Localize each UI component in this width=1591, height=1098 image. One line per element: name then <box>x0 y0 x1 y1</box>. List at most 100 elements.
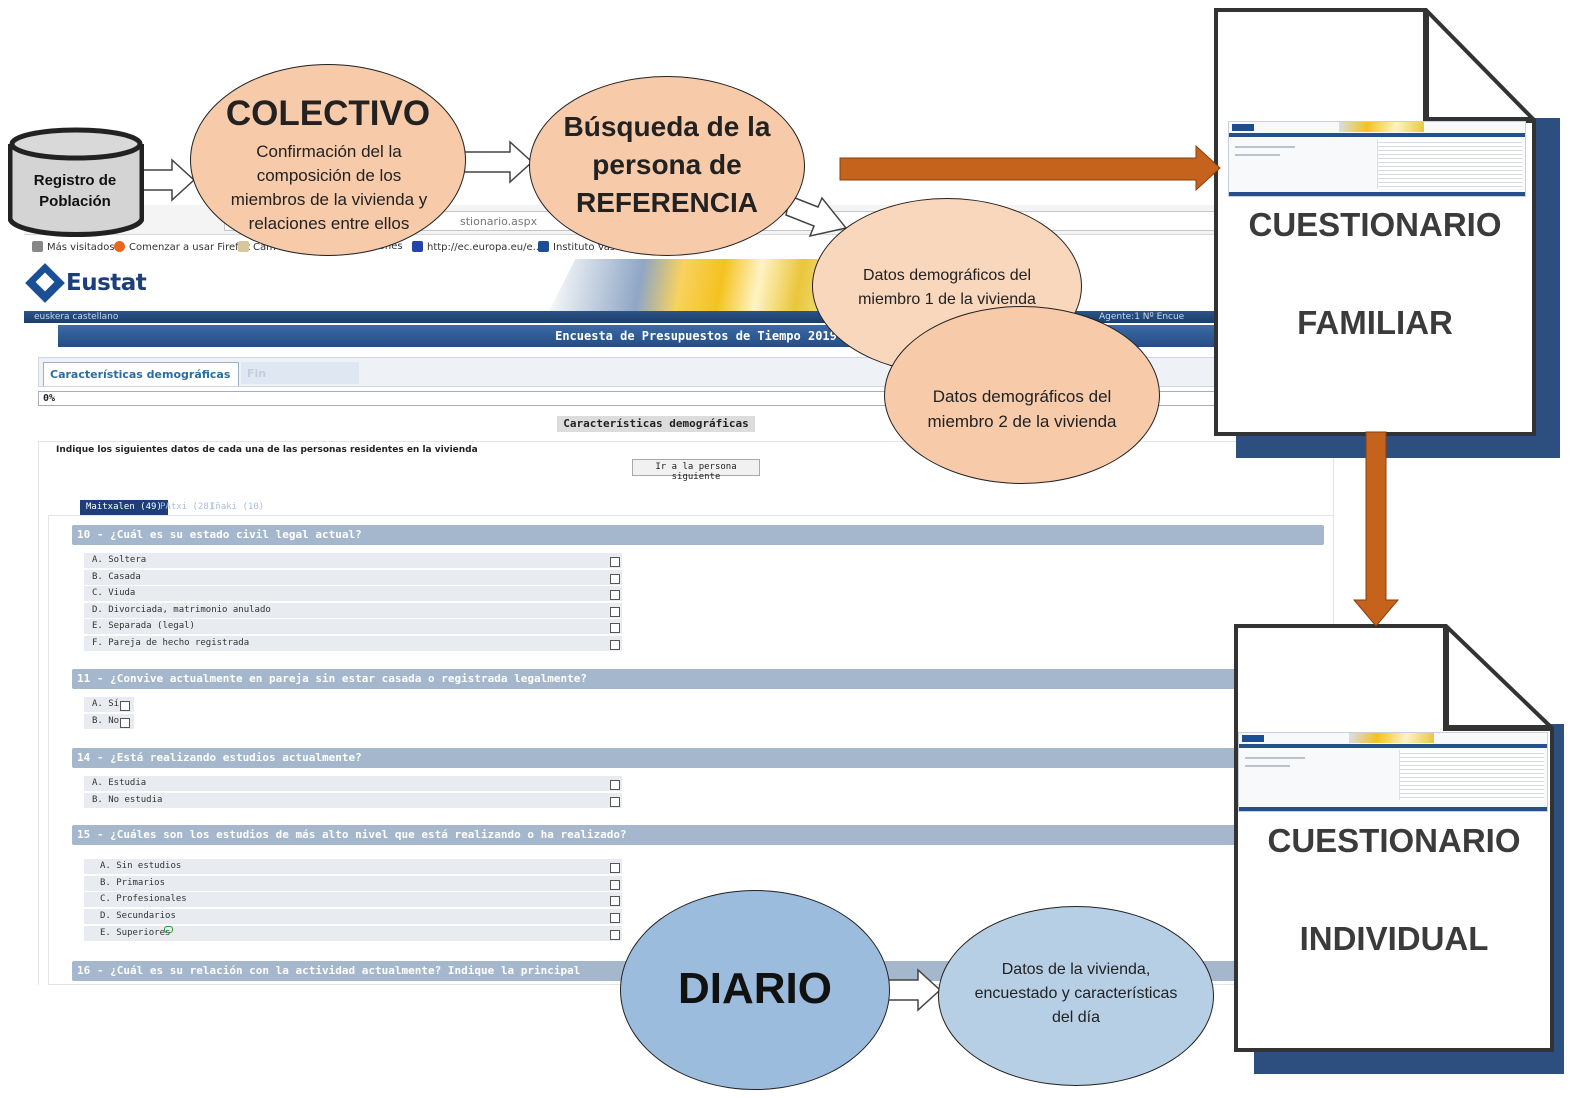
checkbox-pareja-hecho[interactable] <box>610 640 620 650</box>
option-estudia: A. Estudia <box>84 776 622 791</box>
bookmarks-bar: Más visitados Comenzar a usar Firefox Ca… <box>24 237 1334 259</box>
firefox-icon <box>114 241 125 252</box>
option-profesionales: C. Profesionales <box>84 892 622 907</box>
bookmark-europa[interactable]: http://ec.europa.eu/e... <box>412 241 542 253</box>
miembro-2-text: Datos demográficos del miembro 2 de la v… <box>927 387 1117 431</box>
miembro-2-ellipse <box>884 306 1160 484</box>
checkbox-no-estudia[interactable] <box>610 797 620 807</box>
checkbox-estudia[interactable] <box>610 780 620 790</box>
mini-line <box>1245 765 1290 767</box>
doc-label-line1: CUESTIONARIO <box>1248 206 1502 243</box>
tab-caracteristicas[interactable]: Características demográficas <box>43 362 239 386</box>
option-secundarios: D. Secundarios <box>84 909 622 924</box>
mini-footer <box>1229 192 1525 196</box>
eustat-logo-text: Eustat <box>66 270 147 296</box>
person-tab-2[interactable]: PAtxi (28) <box>160 502 215 512</box>
mini-line <box>1245 757 1305 759</box>
option-primarios: B. Primarios <box>84 876 622 891</box>
mini-side <box>1399 750 1544 800</box>
database-cylinder <box>8 127 144 237</box>
mini-bar <box>1229 133 1525 137</box>
section-title: Características demográficas <box>557 416 755 432</box>
agent-info: Agente:1 Nº Encue <box>1099 312 1185 322</box>
colectivo-text: Confirmación del la composición de los m… <box>230 142 428 233</box>
checkbox-si[interactable] <box>120 701 130 711</box>
mini-screenshot <box>1228 121 1526 197</box>
folder-icon <box>238 241 249 252</box>
question-10-header: 10 - ¿Cuál es su estado civil legal actu… <box>72 525 1324 545</box>
instruction-text: Indique los siguientes datos de cada una… <box>56 445 478 455</box>
miembro-1-text: Datos demográficos del miembro 1 de la v… <box>858 267 1036 308</box>
bookmark-folder-tail[interactable]: iones <box>376 241 403 252</box>
bookmark-firefox[interactable]: Comenzar a usar Firefox <box>114 241 250 253</box>
checkbox-divorciada[interactable] <box>610 607 620 617</box>
arrow-to-familiar <box>839 144 1221 192</box>
busqueda-text: Búsqueda de la persona de REFERENCIA <box>563 111 771 218</box>
mini-logo <box>1232 124 1254 131</box>
doc-label-line2: FAMILIAR <box>1297 304 1453 341</box>
diario-title: DIARIO <box>678 964 832 1013</box>
diario-datos-ellipse <box>938 906 1214 1086</box>
checkbox-secundarios[interactable] <box>610 913 620 923</box>
diario-datos-text: Datos de la vivienda, encuestado y carac… <box>974 961 1178 1026</box>
cuestionario-individual-doc: CUESTIONARIO INDIVIDUAL <box>1234 624 1564 1074</box>
checkbox-sin-estudios[interactable] <box>610 863 620 873</box>
option-sin-estudios: A. Sin estudios <box>84 859 622 874</box>
arrow-to-individual <box>1352 431 1400 627</box>
busqueda-ellipse <box>529 76 805 256</box>
checkbox-no[interactable] <box>120 718 130 728</box>
eustat-header: Eustat <box>24 259 1334 311</box>
bookmark-folder[interactable]: Cam <box>238 241 276 253</box>
doc-label-line1: CUESTIONARIO <box>1267 822 1521 859</box>
gear-icon <box>32 241 43 252</box>
option-pareja-hecho: F. Pareja de hecho registrada <box>84 636 622 651</box>
checkbox-primarios[interactable] <box>610 880 620 890</box>
person-tab-3[interactable]: Iñaki (10) <box>210 502 265 512</box>
checkbox-profesionales[interactable] <box>610 896 620 906</box>
checkbox-separada[interactable] <box>610 623 620 633</box>
option-viuda: C. Viuda <box>84 586 622 601</box>
mini-bar <box>1239 744 1547 748</box>
comment-icon[interactable] <box>164 926 173 933</box>
mini-line <box>1235 146 1295 148</box>
option-separada: E. Separada (legal) <box>84 619 622 634</box>
next-person-button[interactable]: Ir a la persona siguiente <box>632 459 760 482</box>
person-tab-1[interactable]: Maitxalen (49) <box>80 500 168 515</box>
checkbox-casada[interactable] <box>610 574 620 584</box>
language-links[interactable]: euskera castellano <box>34 312 119 322</box>
doc-label-line2: INDIVIDUAL <box>1299 920 1489 957</box>
arrow-colectivo-busqueda <box>463 140 534 184</box>
option-superiores: E. Superiores <box>84 926 622 941</box>
eustat-icon <box>538 241 549 252</box>
question-15-header: 15 - ¿Cuáles son los estudios de más alt… <box>72 825 1324 845</box>
mini-logo <box>1242 735 1264 742</box>
eustat-logo-icon <box>25 263 65 303</box>
document-icon <box>1214 8 1536 436</box>
option-soltera: A. Soltera <box>84 553 622 568</box>
mini-footer <box>1239 807 1547 811</box>
option-no-estudia: B. No estudia <box>84 793 622 808</box>
question-14-header: 14 - ¿Está realizando estudios actualmen… <box>72 748 1324 768</box>
checkbox-superiores[interactable] <box>610 930 620 940</box>
checkbox-soltera[interactable] <box>610 557 620 567</box>
bookmark-instituto[interactable]: Instituto Vasco <box>538 241 627 253</box>
tab-fin[interactable]: Fin <box>241 362 359 384</box>
mini-banner <box>1339 122 1424 132</box>
language-nav: euskera castellano Agente:1 Nº Encue <box>24 311 1334 323</box>
mini-side <box>1377 139 1522 189</box>
mini-banner <box>1349 733 1434 743</box>
colectivo-ellipse <box>190 64 466 256</box>
mini-screenshot <box>1238 732 1548 812</box>
colectivo-title: COLECTIVO <box>225 94 431 133</box>
option-casada: B. Casada <box>84 570 622 585</box>
arrow-registro-colectivo <box>139 158 196 202</box>
question-11-header: 11 - ¿Convive actualmente en pareja sin … <box>72 669 1324 689</box>
eu-flag-icon <box>412 241 423 252</box>
cuestionario-familiar-doc: CUESTIONARIO FAMILIAR <box>1214 8 1560 458</box>
diario-ellipse <box>620 890 890 1090</box>
bookmark-mas-visitados[interactable]: Más visitados <box>32 241 115 253</box>
mini-line <box>1235 154 1280 156</box>
option-divorciada: D. Divorciada, matrimonio anulado <box>84 603 622 618</box>
eustat-screenshot: stionario.aspx Más visitados Comenzar a … <box>24 205 1334 985</box>
checkbox-viuda[interactable] <box>610 590 620 600</box>
